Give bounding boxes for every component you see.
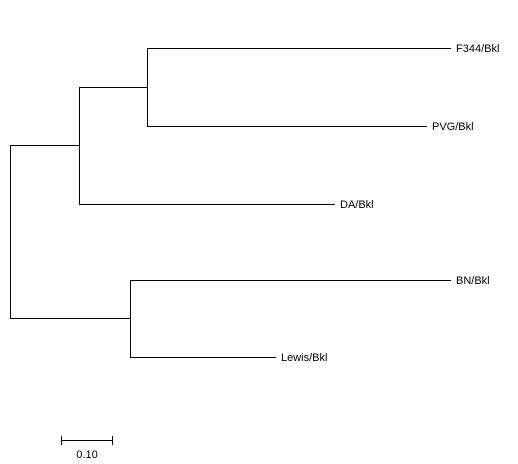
taxon-label-lewis: Lewis/Bkl xyxy=(281,352,327,364)
taxon-label-f344: F344/Bkl xyxy=(456,43,499,55)
taxon-label-bn: BN/Bkl xyxy=(456,275,490,287)
scale-bar: 0.10 xyxy=(61,436,113,461)
taxon-label-pvg: PVG/Bkl xyxy=(432,121,474,133)
taxon-label-da: DA/Bkl xyxy=(340,199,374,211)
scale-bar-label: 0.10 xyxy=(76,449,97,461)
